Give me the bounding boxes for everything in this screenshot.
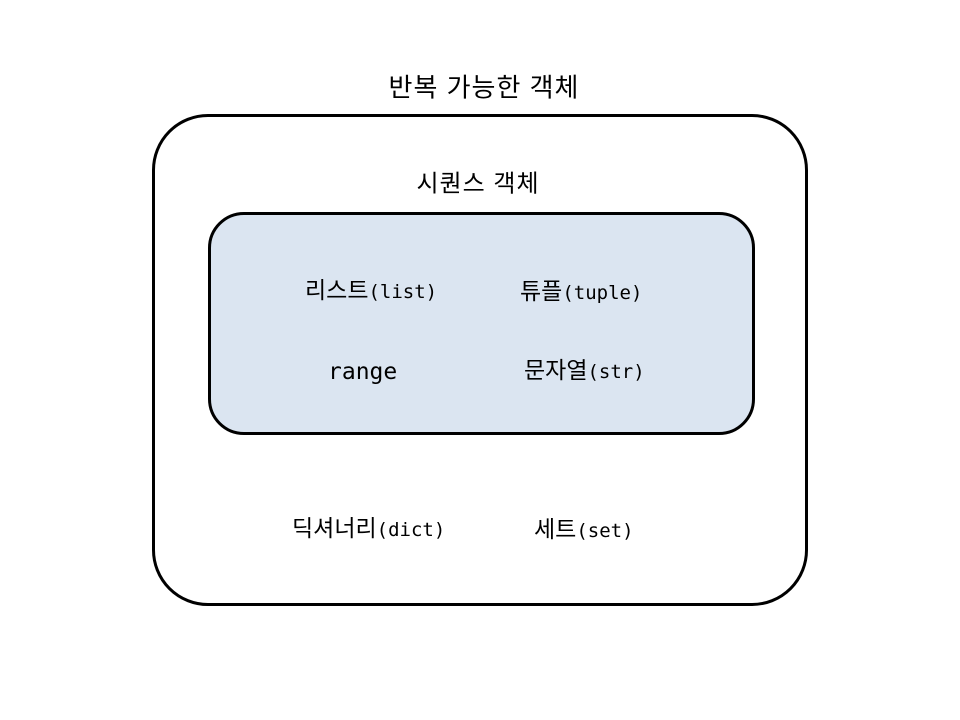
item-set: 세트(set) [534,516,634,544]
item-dict: 딕셔너리(dict) [292,515,445,543]
item-tuple: 튜플(tuple) [520,278,642,306]
item-list-korean: 리스트 [305,277,369,304]
sequence-objects-box [208,212,755,435]
item-list: 리스트(list) [305,277,437,305]
item-dict-latin: (dict) [376,519,446,542]
item-str-korean: 문자열 [524,357,588,384]
sequence-group-label: 시퀀스 객체 [416,170,540,198]
item-str-latin: (str) [587,361,645,384]
diagram-title: 반복 가능한 객체 [388,72,580,103]
item-range-latin: range [328,359,398,386]
item-set-korean: 세트 [534,516,577,543]
item-set-latin: (set) [576,520,634,543]
item-str: 문자열(str) [524,357,645,385]
item-list-latin: (list) [368,281,438,304]
item-tuple-korean: 튜플 [520,278,563,305]
item-dict-korean: 딕셔너리 [292,515,377,542]
item-tuple-latin: (tuple) [562,282,643,305]
item-range: range [328,359,397,387]
